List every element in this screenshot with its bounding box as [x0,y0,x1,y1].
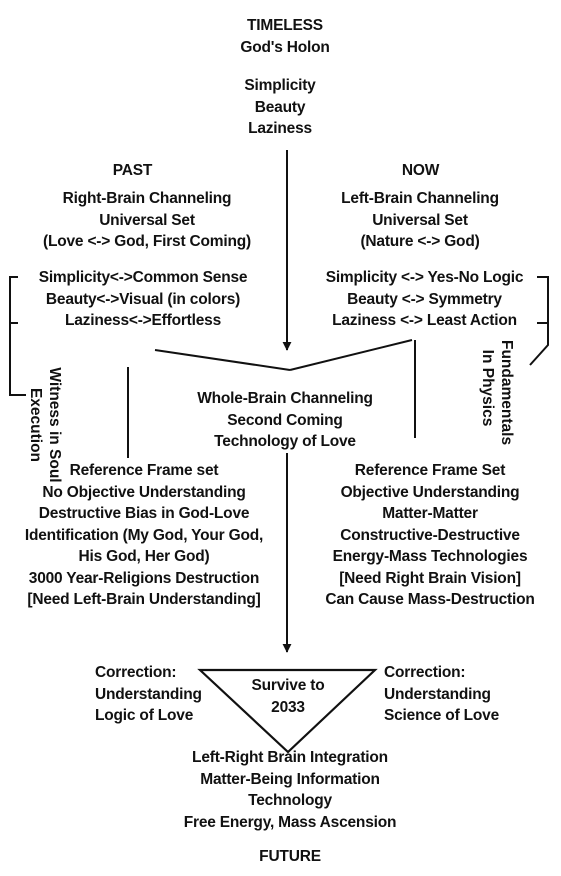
now-reference-line: [Need Right Brain Vision] [339,569,521,587]
line-past-to-center [154,349,291,371]
whole-brain-line: Whole-Brain Channeling [197,390,373,407]
now-reference-line: Matter-Matter [382,505,478,522]
principles-block: Simplicity Beauty Laziness [200,75,360,140]
whole-brain-line: Technology of Love [214,433,356,450]
correction-left-line: Correction: [95,664,177,681]
line-now-to-center [289,339,413,371]
correction-left-line: Understanding [95,685,202,703]
now-reference-line: Reference Frame Set [354,462,506,479]
timeless-subtitle: God's Holon [240,38,330,56]
now-channel-block: Left-Brain Channeling Universal Set (Nat… [310,188,530,253]
past-pairs-block: Simplicity<->Common Sense Beauty<->Visua… [18,267,268,332]
past-heading: PAST [112,162,153,179]
whole-brain-block: Whole-Brain Channeling Second Coming Tec… [185,388,385,453]
past-reference-line: Reference Frame set [69,462,219,479]
now-reference-line: Energy-Mass Technologies [332,548,528,565]
integration-line: Matter-Being Information [200,770,380,788]
correction-left-line: Logic of Love [95,707,194,724]
past-reference-line: [Need Left-Brain Understanding] [27,591,261,608]
now-channel-line: Universal Set [372,211,468,229]
past-reference-block: Reference Frame set No Objective Underst… [10,460,278,611]
past-channel-block: Right-Brain Channeling Universal Set (Lo… [12,188,282,253]
now-side-label: Fundamentals In Physics [478,340,516,446]
survive-block: Survive to 2033 [238,675,338,718]
principle-simplicity: Simplicity [244,77,316,94]
now-reference-line: Objective Understanding [340,483,520,501]
future-label: FUTURE [259,848,321,865]
now-pair: Simplicity <-> Yes-No Logic [325,269,524,286]
now-pairs-block: Simplicity <-> Yes-No Logic Beauty <-> S… [312,267,537,332]
survive-line: Survive to [251,677,325,694]
timeless-title: TIMELESS [247,17,323,34]
bracket-right [528,276,549,366]
correction-right-line: Understanding [384,685,491,703]
principle-laziness: Laziness [248,120,312,137]
past-reference-line: No Objective Understanding [42,483,246,501]
past-reference-line: 3000 Year-Religions Destruction [28,569,260,587]
integration-line: Left-Right Brain Integration [192,749,388,766]
correction-left-block: Correction: Understanding Logic of Love [95,662,215,727]
past-reference-line: Destructive Bias in God-Love [38,505,250,522]
now-reference-block: Reference Frame Set Objective Understand… [310,460,550,611]
past-pair: Beauty<->Visual (in colors) [45,290,241,308]
survive-triangle [197,668,378,754]
integration-block: Left-Right Brain Integration Matter-Bein… [160,747,420,833]
integration-line: Free Energy, Mass Ascension [183,813,397,831]
now-channel-line: (Nature <-> God) [360,233,480,250]
past-reference-line: His God, Her God) [78,548,210,565]
now-side-line: In Physics [479,349,496,427]
past-pair: Laziness<->Effortless [64,312,222,329]
principle-beauty: Beauty [254,98,306,116]
past-channel-line: (Love <-> God, First Coming) [43,233,251,250]
past-channel-line: Universal Set [99,211,195,229]
now-heading: NOW [401,162,440,179]
now-channel-line: Left-Brain Channeling [341,190,499,207]
past-reference-line: Identification (My God, Your God, [24,526,264,544]
now-reference-line: Constructive-Destructive [340,526,520,544]
now-side-line: Fundamentals [498,340,515,446]
now-pair: Laziness <-> Least Action [332,312,517,329]
past-pair: Simplicity<->Common Sense [38,269,248,286]
correction-right-line: Science of Love [384,707,500,724]
correction-right-line: Correction: [384,664,466,681]
integration-line: Technology [248,792,332,809]
timeless-block: TIMELESS God's Holon [200,15,370,58]
past-channel-line: Right-Brain Channeling [62,190,232,207]
now-reference-line: Can Cause Mass-Destruction [325,591,535,608]
whole-brain-line: Second Coming [227,411,343,429]
now-pair: Beauty <-> Symmetry [347,290,502,308]
survive-year: 2033 [271,698,305,716]
correction-right-block: Correction: Understanding Science of Lov… [384,662,524,727]
